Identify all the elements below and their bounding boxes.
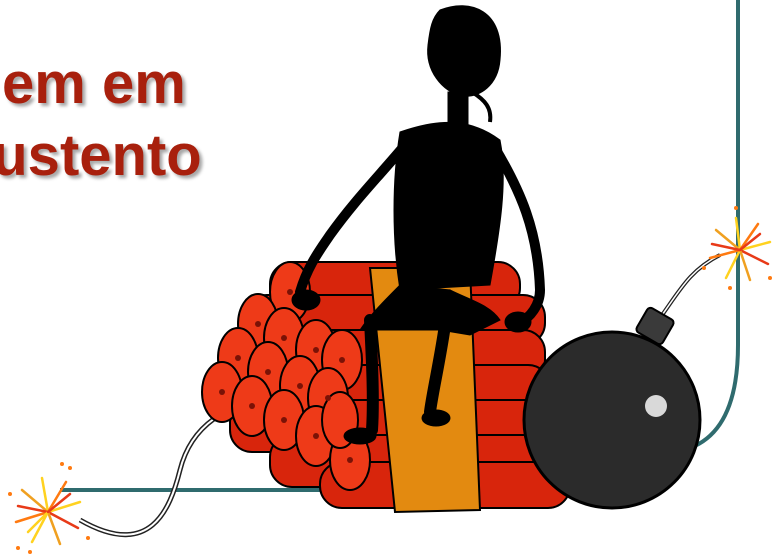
- title-line-2: sustento: [0, 123, 202, 188]
- bomb-icon: [522, 253, 721, 510]
- slide-title: em em sustento: [0, 48, 340, 192]
- bomb-fuse: [658, 253, 721, 320]
- title-line-1: em em: [2, 51, 186, 116]
- spark-icon: [702, 206, 772, 290]
- frame-corner-curve: [689, 344, 740, 450]
- silhouette-figure-icon: [291, 5, 546, 445]
- spark-icon: [8, 462, 90, 554]
